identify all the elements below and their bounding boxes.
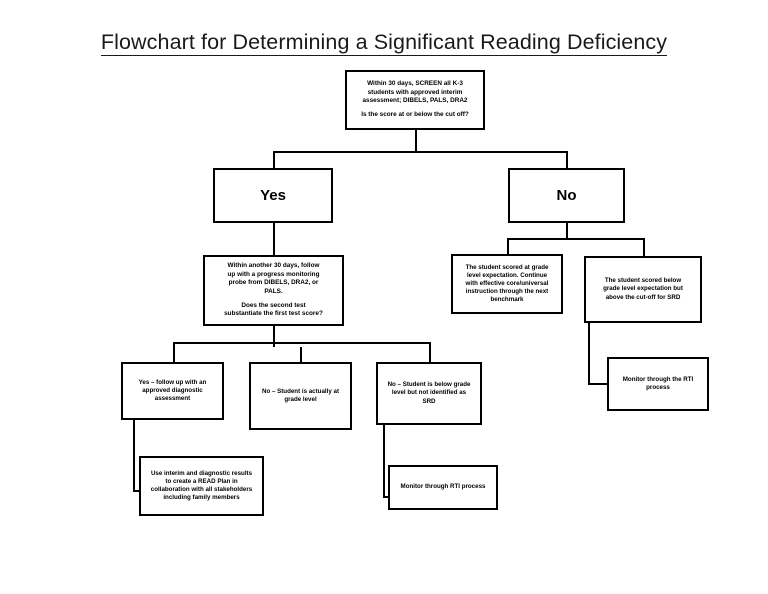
yes-diagnostic-line-1: Yes – follow up with an	[138, 378, 207, 386]
read-plan-line-4: including family members	[163, 494, 240, 502]
connector-screen-down	[415, 129, 417, 151]
progress-line-3: probe from DIBELS, DRA2, or	[228, 279, 319, 287]
monitor-rti-center-box[interactable]: Monitor through RTI process	[388, 465, 498, 510]
at-grade-line-2: level expectation. Continue	[466, 271, 548, 279]
below-cutoff-line-3: above the cut-off for SRD	[605, 293, 681, 301]
connector-to-no-below-not-srd	[429, 342, 431, 362]
read-plan-line-1: Use interim and diagnostic results	[150, 469, 253, 477]
no-at-grade-level-box[interactable]: No – Student is actually at grade level	[249, 362, 352, 430]
connector-progress-down	[273, 325, 275, 347]
no-below-srd-line-3: SRD	[422, 397, 436, 405]
monitor-rti-center-line-1: Monitor through RTI process	[400, 483, 486, 491]
no-box[interactable]: No	[508, 168, 625, 223]
progress-line-2: up with a progress monitoring	[227, 270, 320, 278]
read-plan-box[interactable]: Use interim and diagnostic results to cr…	[139, 456, 264, 516]
screen-line-3: assessment; DIBELS, PALS, DRA2	[362, 97, 468, 104]
connector-no-below-down	[383, 425, 385, 498]
read-plan-line-3: collaboration with all stakeholders	[150, 486, 253, 493]
screen-line-1: Within 30 days, SCREEN all K-3	[367, 80, 463, 88]
monitor-rti-right-line-1: Monitor through the RTI	[622, 375, 694, 383]
connector-no-down	[566, 222, 568, 238]
connector-yes-down	[273, 222, 275, 255]
at-grade-line-5: benchmark	[490, 296, 524, 304]
page-title-text: Flowchart for Determining a Significant …	[100, 30, 668, 56]
connector-to-at-grade-level	[507, 238, 509, 254]
screen-line-2: students with approved interim	[367, 88, 463, 96]
at-grade-level-box[interactable]: The student scored at grade level expect…	[451, 254, 563, 314]
connector-to-yes	[273, 151, 275, 169]
below-cutoff-line-1: The student scored below	[604, 277, 682, 285]
screen-question: Is the score at or below the cut off?	[361, 111, 469, 119]
connector-yes-no-split-bar	[273, 151, 568, 153]
yes-box-label: Yes	[260, 186, 286, 204]
connector-to-no	[566, 151, 568, 169]
read-plan-line-2: to create a READ Plan in	[165, 477, 238, 485]
connector-no-split-bar	[507, 238, 645, 240]
page-title: Flowchart for Determining a Significant …	[0, 30, 768, 56]
progress-line-1: Within another 30 days, follow	[227, 262, 320, 270]
progress-question-line-1: Does the second test	[241, 301, 306, 309]
progress-question-line-2: substantiate the first test score?	[224, 310, 323, 318]
screen-box[interactable]: Within 30 days, SCREEN all K-3 students …	[345, 70, 485, 130]
monitor-rti-right-box[interactable]: Monitor through the RTI process	[607, 357, 709, 411]
connector-three-way-split-bar	[173, 342, 431, 344]
connector-to-below-above-cutoff	[643, 238, 645, 256]
monitor-rti-right-line-2: process	[646, 384, 670, 391]
at-grade-line-1: The student scored at grade	[465, 263, 549, 271]
no-at-grade-line-1: No – Student is actually at	[261, 387, 340, 395]
connector-to-yes-diagnostic	[173, 342, 175, 362]
no-below-not-srd-box[interactable]: No – Student is below grade level but no…	[376, 362, 482, 425]
yes-diagnostic-box[interactable]: Yes – follow up with an approved diagnos…	[121, 362, 224, 420]
below-cutoff-line-2: grade level expectation but	[603, 285, 683, 293]
no-at-grade-line-2: grade level	[284, 396, 317, 403]
no-below-srd-line-1: No – Student is below grade	[387, 381, 471, 389]
progress-line-4: PALS.	[264, 287, 283, 295]
yes-diagnostic-line-3: assessment	[154, 395, 191, 403]
at-grade-line-4: instruction through the next	[465, 288, 549, 296]
connector-yes-diagnostic-down	[133, 420, 135, 492]
below-grade-above-cutoff-box[interactable]: The student scored below grade level exp…	[584, 256, 702, 323]
yes-box[interactable]: Yes	[213, 168, 333, 223]
no-box-label: No	[556, 186, 577, 204]
no-below-srd-line-2: level but not identified as	[391, 389, 467, 397]
progress-monitoring-box[interactable]: Within another 30 days, follow up with a…	[203, 255, 344, 326]
at-grade-line-3: with effective core/universal	[465, 279, 549, 287]
connector-below-cutoff-right	[588, 383, 608, 385]
yes-diagnostic-line-2: approved diagnostic	[142, 386, 203, 394]
connector-to-no-at-grade	[300, 347, 302, 362]
connector-below-cutoff-down	[588, 323, 590, 385]
